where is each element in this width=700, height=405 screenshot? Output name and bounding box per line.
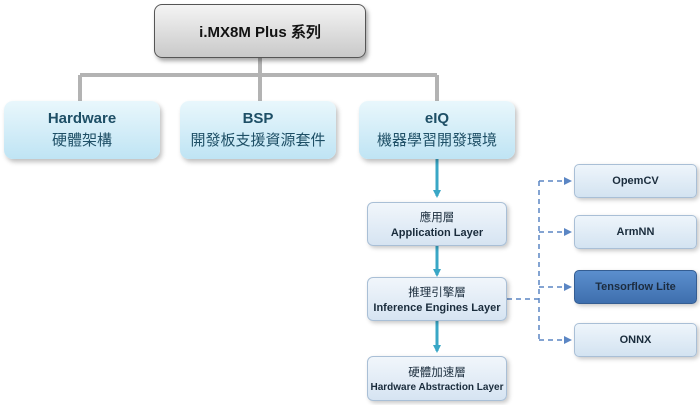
category-eiq-en: eIQ — [424, 110, 450, 127]
engine-opemcv-label: OpemCV — [612, 175, 659, 187]
category-eiq-zh: 機器學習開發環境 — [376, 132, 497, 149]
engine-armnn-label: ArmNN — [616, 226, 655, 238]
engine-dashed-connectors — [507, 177, 572, 344]
layer-application-zh: 應用層 — [419, 210, 455, 224]
root-title: i.MX8M Plus 系列 — [199, 23, 321, 41]
layer-inference-engines: 推理引擎層 Inference Engines Layer — [367, 277, 507, 321]
engine-tensorflow-lite: Tensorflow Lite — [574, 270, 697, 304]
layer-hardware-en: Hardware Abstraction Layer — [370, 382, 504, 393]
category-hardware-zh: 硬體架構 — [51, 132, 112, 149]
root-node-imx8m-plus: i.MX8M Plus 系列 — [154, 4, 366, 58]
engine-onnx-label: ONNX — [619, 334, 652, 346]
engine-opemcv: OpemCV — [574, 164, 697, 198]
layer-inference-en: Inference Engines Layer — [373, 302, 501, 314]
tree-connectors — [78, 58, 439, 101]
engine-tensorflow-lite-label: Tensorflow Lite — [595, 281, 676, 293]
engine-onnx: ONNX — [574, 323, 697, 357]
category-hardware: Hardware 硬體架構 — [4, 101, 160, 159]
category-bsp-en: BSP — [242, 110, 274, 127]
layer-inference-zh: 推理引擎層 — [408, 285, 466, 299]
layer-hardware-abstraction: 硬體加速層 Hardware Abstraction Layer — [367, 356, 507, 401]
category-hardware-en: Hardware — [47, 110, 117, 127]
category-eiq: eIQ 機器學習開發環境 — [359, 101, 515, 159]
layer-hardware-zh: 硬體加速層 — [408, 365, 466, 379]
engine-armnn: ArmNN — [574, 215, 697, 249]
category-bsp-zh: 開發板支援資源套件 — [190, 132, 326, 149]
layer-application-en: Application Layer — [390, 227, 484, 239]
category-bsp: BSP 開發板支援資源套件 — [180, 101, 336, 159]
layer-application: 應用層 Application Layer — [367, 202, 507, 246]
